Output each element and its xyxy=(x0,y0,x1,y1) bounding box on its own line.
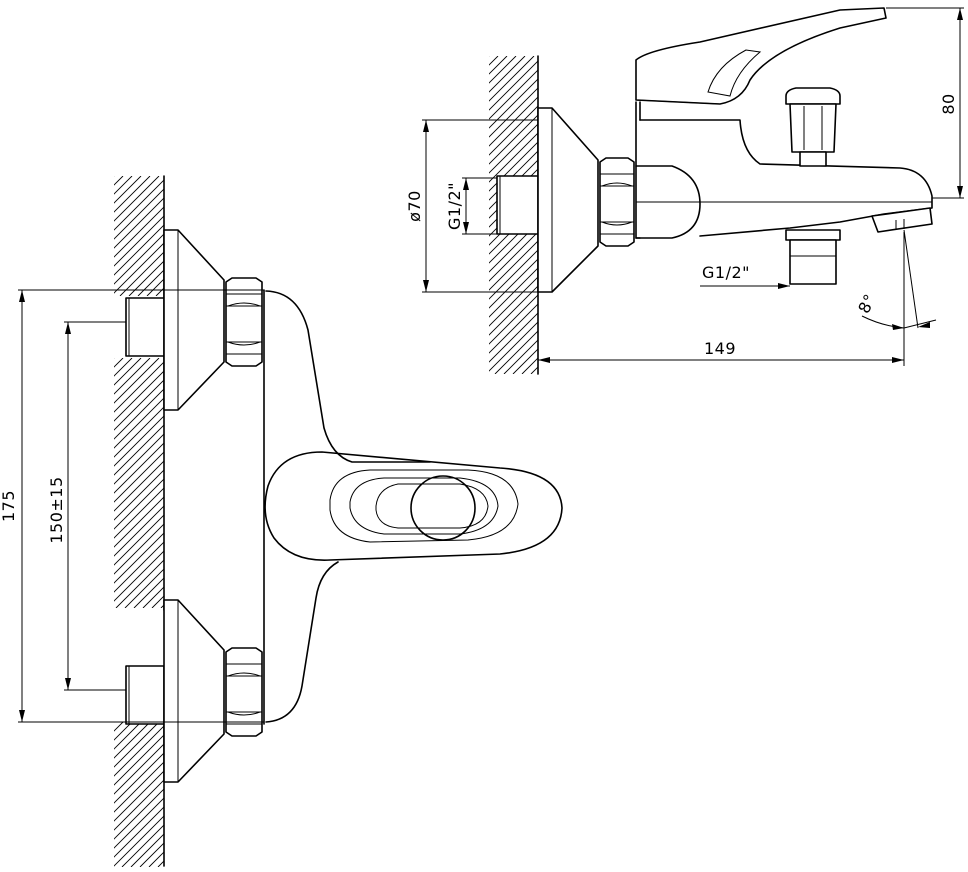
lever-handle-side xyxy=(635,7,887,105)
dim-outlet-thread-label: G1/2" xyxy=(702,263,750,282)
escutcheon-side xyxy=(537,107,599,293)
hex-nut-top xyxy=(225,277,263,367)
side-view: ø70 G1/2" G1/2" 80 xyxy=(405,7,964,375)
dim-overall-height: 175 xyxy=(0,289,264,723)
dim-inlet-spacing-label: 150±15 xyxy=(47,476,66,543)
dim-spout-angle: 8° xyxy=(854,229,937,330)
dim-inlet-spacing: 150±15 xyxy=(47,321,126,691)
escutcheon-bottom xyxy=(163,599,225,783)
dim-inlet-thread-label: G1/2" xyxy=(445,182,464,230)
hex-nut-bottom xyxy=(225,647,263,737)
dim-flange-diameter-label: ø70 xyxy=(405,190,424,222)
dim-overall-height-label: 175 xyxy=(0,490,18,522)
dim-outlet-thread: G1/2" xyxy=(700,263,790,289)
dim-projection-label: 149 xyxy=(704,339,736,358)
spout-aerator xyxy=(871,207,933,233)
inlet-pipe-bottom xyxy=(125,665,165,725)
dim-height-label: 80 xyxy=(939,93,958,114)
inlet-pipe-side xyxy=(496,175,539,235)
outlet-connection xyxy=(785,229,841,285)
diverter-knob xyxy=(785,87,841,167)
dim-inlet-thread: G1/2" xyxy=(445,177,497,235)
lever-handle-front xyxy=(264,451,563,561)
inlet-pipe-top xyxy=(125,297,165,357)
front-view: 175 150±15 xyxy=(0,175,563,867)
hex-nut-side xyxy=(599,157,635,247)
mixer-body-side xyxy=(635,101,933,239)
dim-spout-angle-label: 8° xyxy=(854,291,879,317)
dim-projection: 149 xyxy=(538,232,905,366)
escutcheon-top xyxy=(163,229,225,411)
mixer-body-front xyxy=(263,289,431,725)
dim-height: 80 xyxy=(886,7,964,199)
dim-flange-diameter: ø70 xyxy=(405,119,538,293)
